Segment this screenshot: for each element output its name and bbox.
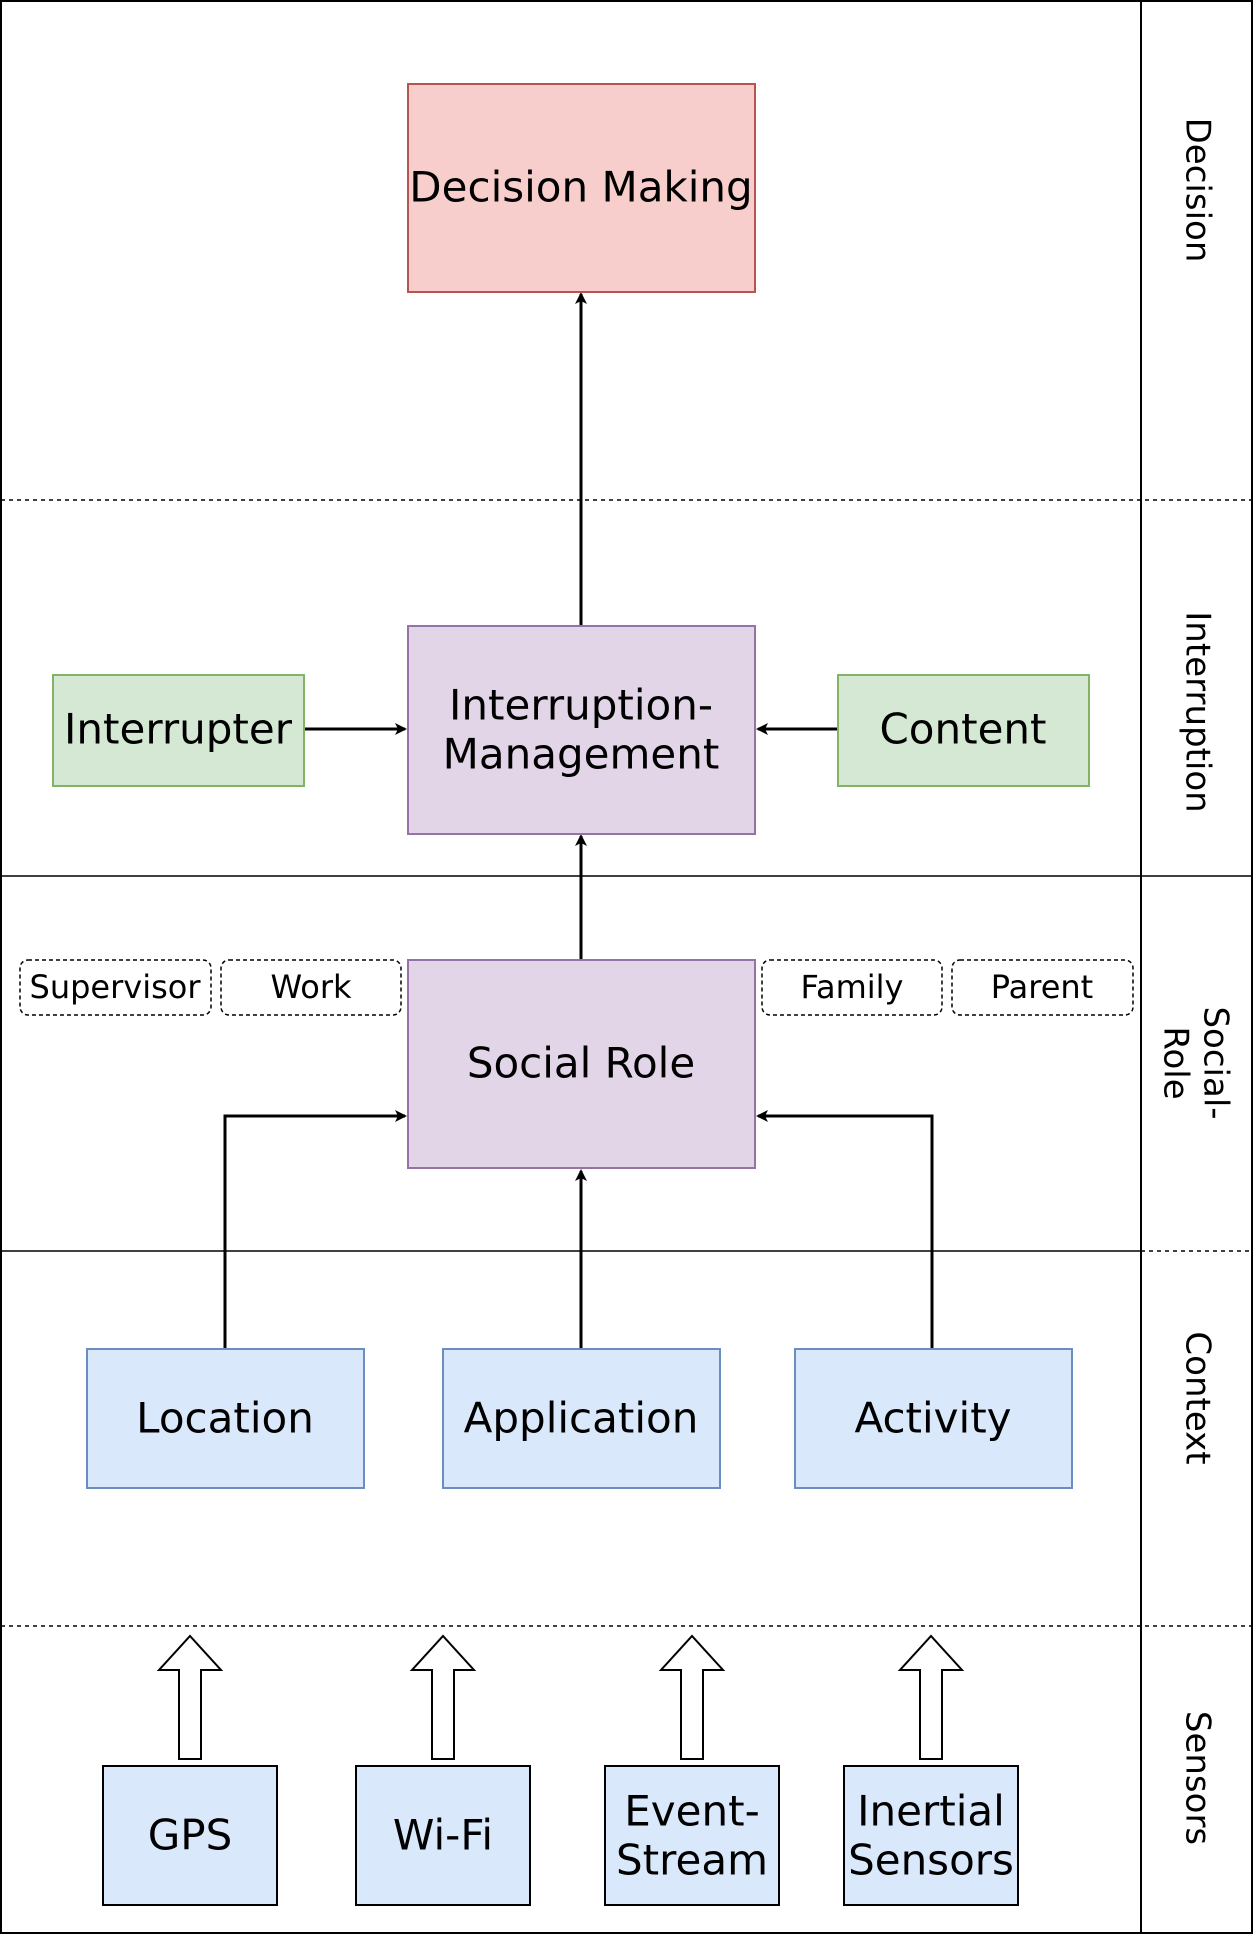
inertial-sensors-label-line2: Sensors — [848, 1836, 1014, 1885]
gps-label: GPS — [148, 1811, 233, 1860]
lane-label-interruption: Interruption — [1178, 611, 1218, 812]
role-chip-work-label: Work — [270, 968, 352, 1006]
role-chip-family — [761, 959, 943, 1016]
arrow-activity-to-social — [756, 1110, 934, 1349]
application-label: Application — [464, 1394, 699, 1443]
event-stream-label-line1: Event- — [624, 1787, 759, 1836]
role-chip-family-label: Family — [801, 968, 904, 1006]
interruption-management-label-line1: Interruption- — [449, 681, 713, 730]
inertial-sensors-box — [843, 1765, 1019, 1906]
interruption-management-label-line2: Management — [443, 730, 720, 779]
arrow-location-to-social — [223, 1110, 407, 1349]
lane-label-decision: Decision — [1178, 118, 1218, 263]
wifi-box — [355, 1765, 531, 1906]
block-arrow-event-stream — [658, 1634, 726, 1760]
activity-label: Activity — [854, 1394, 1011, 1443]
gps-box — [102, 1765, 278, 1906]
social-role-label: Social Role — [467, 1039, 695, 1088]
lane-label-social-role-line2: Role — [1156, 1026, 1196, 1099]
content-label: Content — [879, 705, 1046, 754]
role-chip-parent-label: Parent — [991, 968, 1093, 1006]
event-stream-box — [604, 1765, 780, 1906]
block-arrow-gps — [156, 1634, 224, 1760]
inertial-sensors-label-line1: Inertial — [857, 1787, 1005, 1836]
lane-label-social-role-line1: Social- — [1196, 1006, 1236, 1119]
block-arrow-wifi — [409, 1634, 477, 1760]
lane-label-context: Context — [1178, 1331, 1218, 1464]
interrupter-label: Interrupter — [64, 705, 293, 754]
location-box — [86, 1348, 365, 1489]
activity-box — [794, 1348, 1073, 1489]
content-box — [837, 674, 1090, 787]
role-chip-work — [220, 959, 402, 1016]
event-stream-label-line2: Stream — [616, 1836, 768, 1885]
interruption-management-box — [407, 625, 756, 835]
decision-making-label: Decision Making — [409, 163, 752, 212]
decision-making-box — [407, 83, 756, 293]
interrupter-box — [52, 674, 305, 787]
role-chip-supervisor-label: Supervisor — [30, 968, 202, 1006]
role-chip-parent — [951, 959, 1134, 1016]
lane-label-sensors: Sensors — [1178, 1711, 1218, 1845]
social-role-box — [407, 959, 756, 1169]
wifi-label: Wi-Fi — [393, 1811, 493, 1860]
application-box — [442, 1348, 721, 1489]
location-label: Location — [136, 1394, 314, 1443]
block-arrow-inertial — [897, 1634, 965, 1760]
role-chip-supervisor — [19, 959, 212, 1016]
